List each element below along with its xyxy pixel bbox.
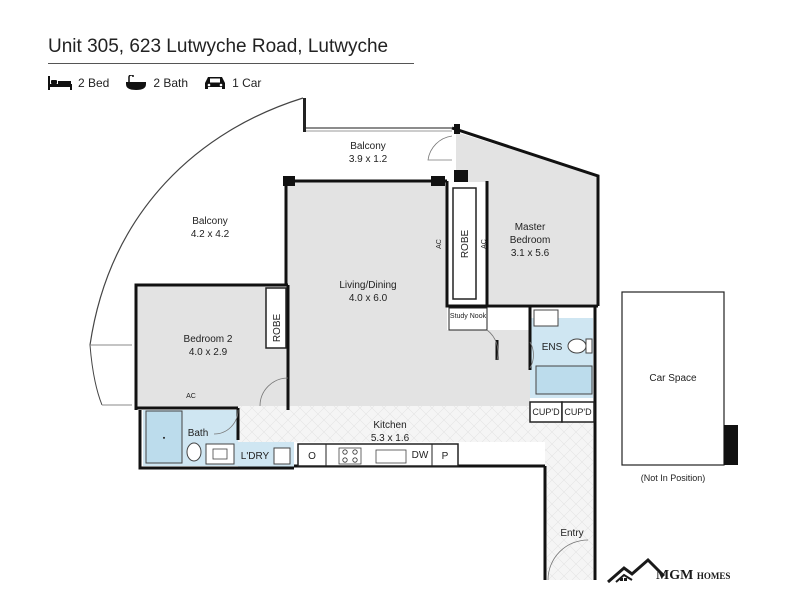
column-4 bbox=[454, 124, 460, 134]
master-name-2: Bedroom bbox=[510, 235, 551, 246]
door-swing-bedroom2 bbox=[259, 377, 289, 407]
balcony-top-size: 3.9 x 1.2 bbox=[349, 154, 388, 165]
house-roof-icon bbox=[607, 557, 666, 584]
feature-car-label: 1 Car bbox=[232, 76, 262, 90]
car-icon bbox=[205, 77, 226, 89]
laundry-name: L'DRY bbox=[241, 451, 270, 462]
mgm-homes-logo: MGM HOMES bbox=[606, 556, 766, 586]
ens-name: ENS bbox=[542, 342, 563, 353]
cooktop-burner-2 bbox=[352, 449, 358, 455]
wall-robe-col bbox=[445, 181, 489, 308]
kitchen-size: 5.3 x 1.6 bbox=[371, 433, 410, 444]
balcony-left-size: 4.2 x 4.2 bbox=[191, 229, 230, 240]
living-size: 4.0 x 6.0 bbox=[349, 293, 388, 304]
logo-brand: MGM bbox=[656, 568, 694, 583]
entry-name: Entry bbox=[560, 528, 583, 539]
title-divider bbox=[48, 63, 414, 64]
oven-label: O bbox=[308, 451, 316, 462]
cupboard-2 bbox=[561, 401, 595, 423]
robe-master-label: ROBE bbox=[460, 230, 471, 259]
ens-toilet-cistern bbox=[585, 338, 593, 354]
robe-bedroom2-label: ROBE bbox=[272, 314, 283, 343]
feature-bath: 2 Bath bbox=[125, 75, 188, 91]
column-1 bbox=[283, 176, 295, 186]
cooktop-burner-3 bbox=[342, 457, 348, 463]
bath-name: Bath bbox=[188, 428, 209, 439]
pantry-label: P bbox=[442, 451, 449, 462]
floor-master bbox=[456, 132, 597, 304]
wall-bath-outer bbox=[138, 410, 294, 470]
cooktop-burner-1 bbox=[342, 449, 348, 455]
balcony-wall bbox=[303, 98, 306, 132]
bedroom2-name: Bedroom 2 bbox=[184, 334, 233, 345]
car-space-name: Car Space bbox=[649, 373, 697, 384]
door-swing-master bbox=[486, 329, 499, 361]
balcony-curve-inner bbox=[89, 344, 103, 406]
dishwasher-label: DW bbox=[412, 450, 429, 461]
feature-bed-label: 2 Bed bbox=[78, 76, 110, 90]
kitchen-sink bbox=[375, 449, 407, 464]
floor-living bbox=[287, 182, 447, 406]
robe-master bbox=[452, 187, 477, 300]
balcony-top-name: Balcony bbox=[350, 141, 386, 152]
bath-basin bbox=[212, 448, 228, 460]
top-balcony-door-swing bbox=[427, 135, 453, 161]
column-3 bbox=[454, 170, 468, 182]
cooktop-burner-4 bbox=[352, 457, 358, 463]
ac-master-label: AC bbox=[481, 239, 488, 249]
logo-suffix: HOMES bbox=[696, 571, 731, 581]
cupboard-1-label: CUP'D bbox=[532, 407, 560, 417]
master-name-1: Master bbox=[515, 222, 546, 233]
car-space-marker bbox=[724, 425, 738, 465]
study-nook-label: Study Nook bbox=[450, 313, 487, 320]
feature-bath-label: 2 Bath bbox=[153, 76, 189, 90]
car-space bbox=[621, 291, 725, 466]
balcony-left-name: Balcony bbox=[192, 216, 228, 227]
feature-bed: 2 Bed bbox=[48, 76, 109, 90]
door-swing-entry bbox=[547, 539, 589, 581]
wall-master-outer bbox=[451, 126, 600, 306]
listing-title: Unit 305, 623 Lutwyche Road, Lutwyche bbox=[48, 36, 389, 57]
study-nook-desk bbox=[448, 307, 488, 331]
feature-car: 1 Car bbox=[204, 75, 261, 91]
column-2 bbox=[431, 176, 445, 186]
ens-toilet bbox=[567, 338, 587, 354]
ac-living-label: AC bbox=[436, 239, 443, 249]
cooktop bbox=[338, 447, 362, 465]
living-name: Living/Dining bbox=[339, 280, 396, 291]
robe-bedroom2 bbox=[265, 287, 287, 349]
kitchen-name: Kitchen bbox=[373, 420, 406, 431]
floor-entry bbox=[545, 442, 593, 580]
master-size: 3.1 x 5.6 bbox=[511, 248, 550, 259]
ens-shower bbox=[535, 365, 593, 395]
ac-bedroom2-label: AC bbox=[186, 393, 196, 400]
laundry-tub bbox=[273, 447, 291, 465]
wall-bedroom2-outer bbox=[134, 283, 288, 410]
door-swing-ens bbox=[529, 341, 534, 369]
floor-bedroom2 bbox=[137, 285, 288, 407]
door-swing-bath bbox=[213, 409, 239, 435]
logo-wordmark: MGM HOMES bbox=[656, 568, 730, 584]
bed-icon bbox=[48, 76, 72, 90]
floor-living-lower bbox=[447, 330, 530, 406]
balcony-curve bbox=[89, 97, 304, 346]
bathtub-icon bbox=[126, 75, 147, 90]
ens-vanity bbox=[533, 309, 559, 327]
bath-shower-drain: ▪ bbox=[163, 435, 166, 442]
car-space-note: (Not In Position) bbox=[641, 473, 706, 483]
bath-shower bbox=[145, 410, 183, 464]
bedroom2-size: 4.0 x 2.9 bbox=[189, 347, 228, 358]
feature-summary: 2 Bed 2 Bath 1 Car bbox=[48, 74, 277, 92]
bath-toilet bbox=[186, 442, 202, 462]
cupboard-2-label: CUP'D bbox=[564, 407, 592, 417]
